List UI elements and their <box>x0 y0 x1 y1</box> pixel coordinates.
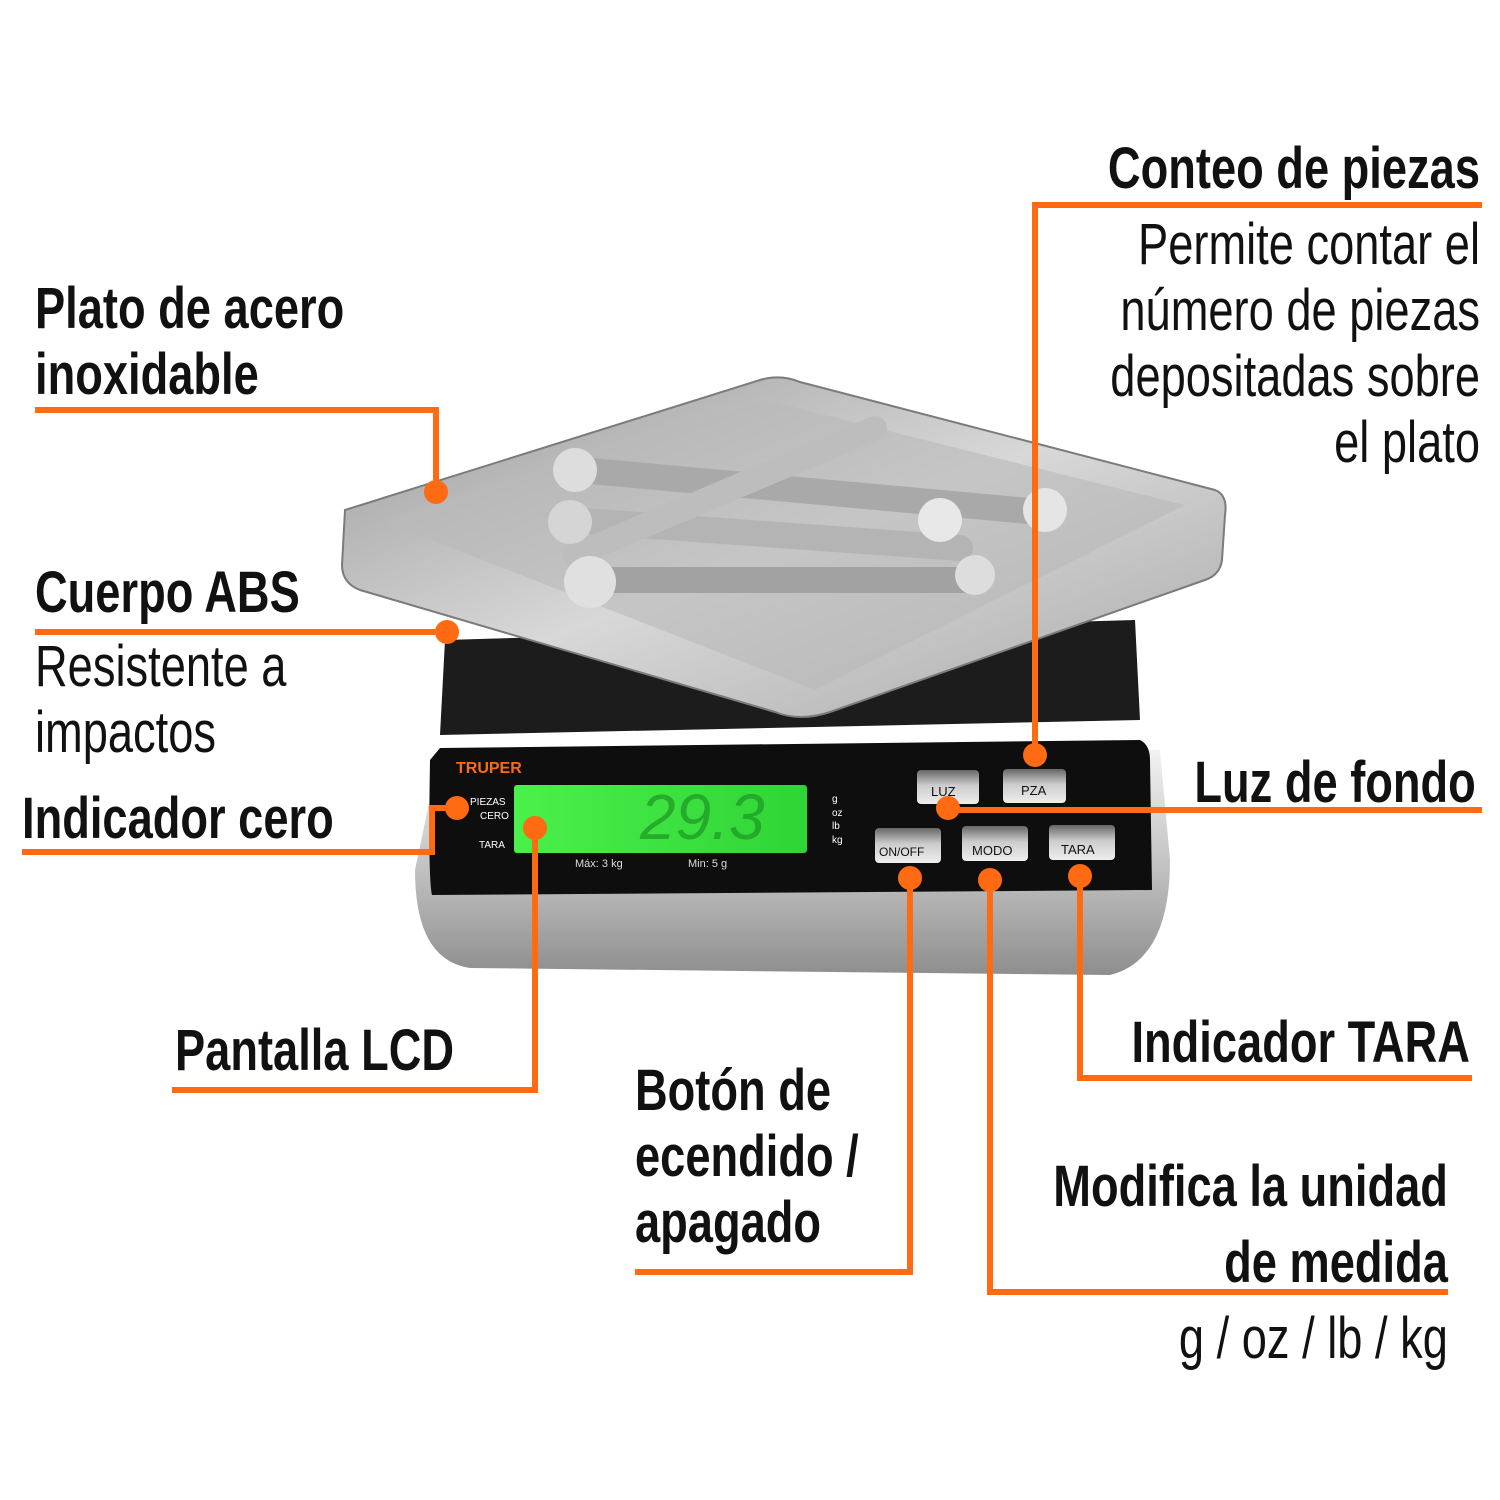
pza-button <box>1003 769 1066 803</box>
leader-tara <box>1077 876 1472 1081</box>
leader-plato <box>35 407 439 492</box>
leader-boton <box>635 878 913 1275</box>
tara-button <box>1049 825 1115 860</box>
panel-buttons <box>875 769 1115 863</box>
label-cuerpo: Cuerpo ABS Resistente a impactos <box>35 560 300 765</box>
leader-lines <box>22 202 1482 1295</box>
label-luz: Luz de fondo <box>1194 750 1476 815</box>
indicator-cero: CERO <box>480 811 509 822</box>
unit-lb: lb <box>832 821 840 832</box>
label-modifica: Modifica la unidad de medida g / oz / lb… <box>1053 1154 1448 1371</box>
brand-logo: TRUPER <box>456 760 522 777</box>
leader-pantalla <box>172 828 538 1093</box>
modo-button <box>962 826 1028 861</box>
luz-button <box>917 770 979 804</box>
unit-oz: oz <box>832 808 843 819</box>
min-capacity: Min: 5 g <box>688 858 728 870</box>
pza-label: PZA <box>1021 783 1047 798</box>
label-plato: Plato de acero inoxidable <box>35 276 345 407</box>
tara-label: TARA <box>1061 842 1095 857</box>
unit-g: g <box>832 794 838 805</box>
luz-label: LUZ <box>931 784 956 799</box>
lcd-value: 29.3 <box>640 781 765 853</box>
label-tara: Indicador TARA <box>1131 1010 1470 1075</box>
leader-modifica <box>987 880 1448 1295</box>
label-indicador-cero: Indicador cero <box>22 786 334 851</box>
leader-conteo <box>1032 202 1482 755</box>
leader-dots <box>424 480 1092 892</box>
lcd-screen <box>514 785 807 853</box>
onoff-button <box>875 828 941 863</box>
max-capacity: Máx: 3 kg <box>575 858 623 870</box>
modo-label: MODO <box>972 843 1013 858</box>
leader-indicador-cero <box>22 805 457 855</box>
label-boton: Botón de ecendido / apagado <box>635 1058 859 1255</box>
unit-kg: kg <box>832 835 843 846</box>
indicator-piezas: PIEZAS <box>470 797 506 808</box>
bolts <box>548 416 1067 608</box>
label-conteo-title: Conteo de piezas <box>1107 136 1480 201</box>
indicator-tara: TARA <box>479 840 505 851</box>
label-pantalla: Pantalla LCD <box>175 1018 455 1083</box>
onoff-label: ON/OFF <box>879 845 925 859</box>
label-conteo-desc: Permite contar el número de piezas depos… <box>1110 212 1480 475</box>
